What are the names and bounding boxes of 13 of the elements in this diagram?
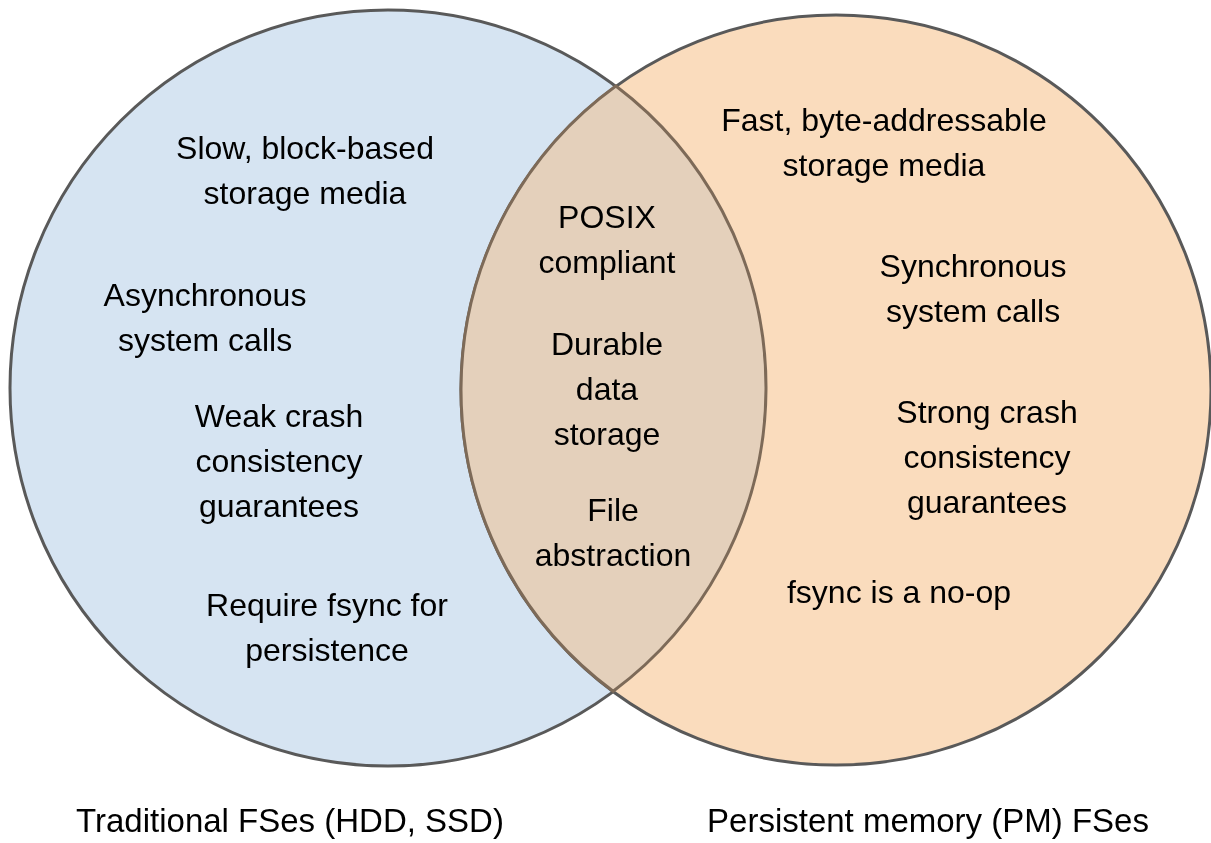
set-label: Traditional FSes (HDD, SSD)	[75, 801, 505, 841]
venn-item-text: Durable data storage	[549, 325, 665, 454]
venn-item-text: Strong crash consistency guarantees	[895, 393, 1079, 522]
venn-item-text: Synchronous system calls	[878, 247, 1068, 331]
venn-item-text: Slow, block-based storage media	[175, 129, 435, 213]
venn-item-text: Require fsync for persistence	[205, 586, 449, 670]
venn-item-text: Asynchronous system calls	[102, 276, 308, 360]
venn-item-text: Fast, byte-addressable storage media	[720, 101, 1048, 185]
set-label: Persistent memory (PM) FSes	[706, 801, 1150, 841]
venn-item-text: Weak crash consistency guarantees	[193, 397, 365, 526]
venn-item-text: POSIX compliant	[537, 198, 677, 282]
venn-item-text: File abstraction	[533, 491, 693, 575]
venn-item-text: fsync is a no-op	[785, 573, 1013, 612]
